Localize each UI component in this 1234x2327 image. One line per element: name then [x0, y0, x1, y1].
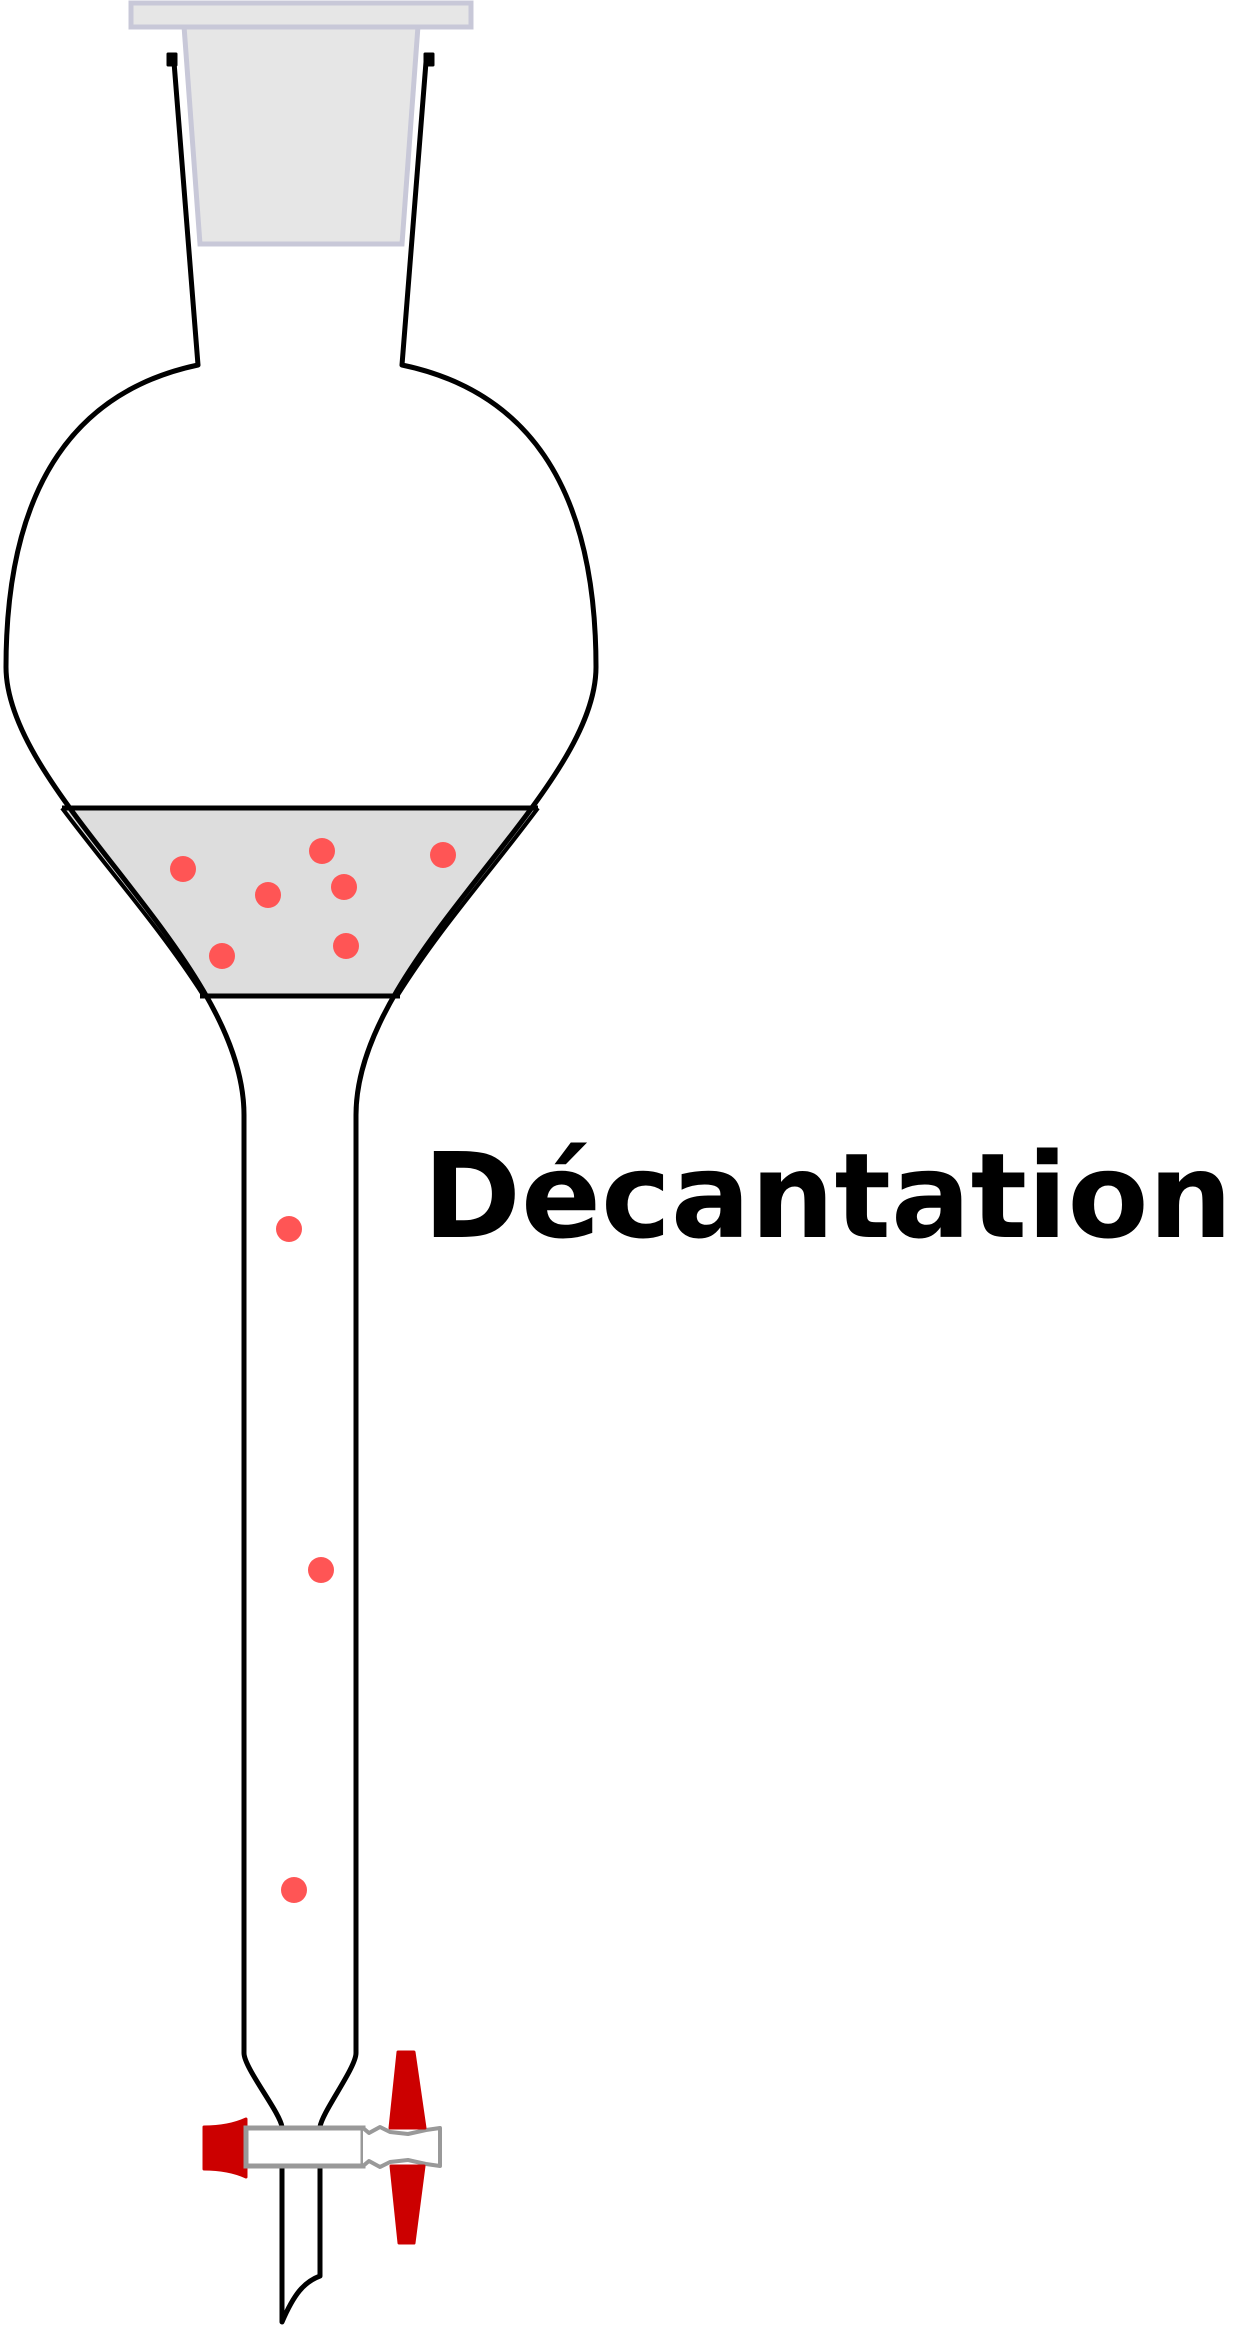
stopcock-handle-left [202, 2117, 248, 2179]
particle [170, 856, 196, 882]
particle [255, 882, 281, 908]
stopper-plug [181, 23, 421, 247]
particle [309, 838, 335, 864]
particle [281, 1877, 307, 1903]
diagram-title: Décantation [423, 1127, 1233, 1265]
liquid-right-edge [396, 806, 540, 997]
liquid-left-edge [60, 806, 205, 997]
particles [170, 838, 456, 1903]
stopcock-barrel [243, 2125, 366, 2169]
particle [276, 1216, 302, 1242]
stopcock-handle-bottom [389, 2164, 426, 2245]
stopper-cap [128, 0, 474, 30]
stopcock [202, 2050, 442, 2245]
particle [333, 933, 359, 959]
particle [430, 842, 456, 868]
stopper [128, 0, 474, 247]
particle [209, 943, 235, 969]
funnel-body [3, 59, 599, 2325]
particle [331, 874, 357, 900]
particle [308, 1557, 334, 1583]
stopcock-key [361, 2125, 442, 2169]
stopcock-handle-top [388, 2050, 427, 2130]
liquid-layer [62, 808, 538, 995]
